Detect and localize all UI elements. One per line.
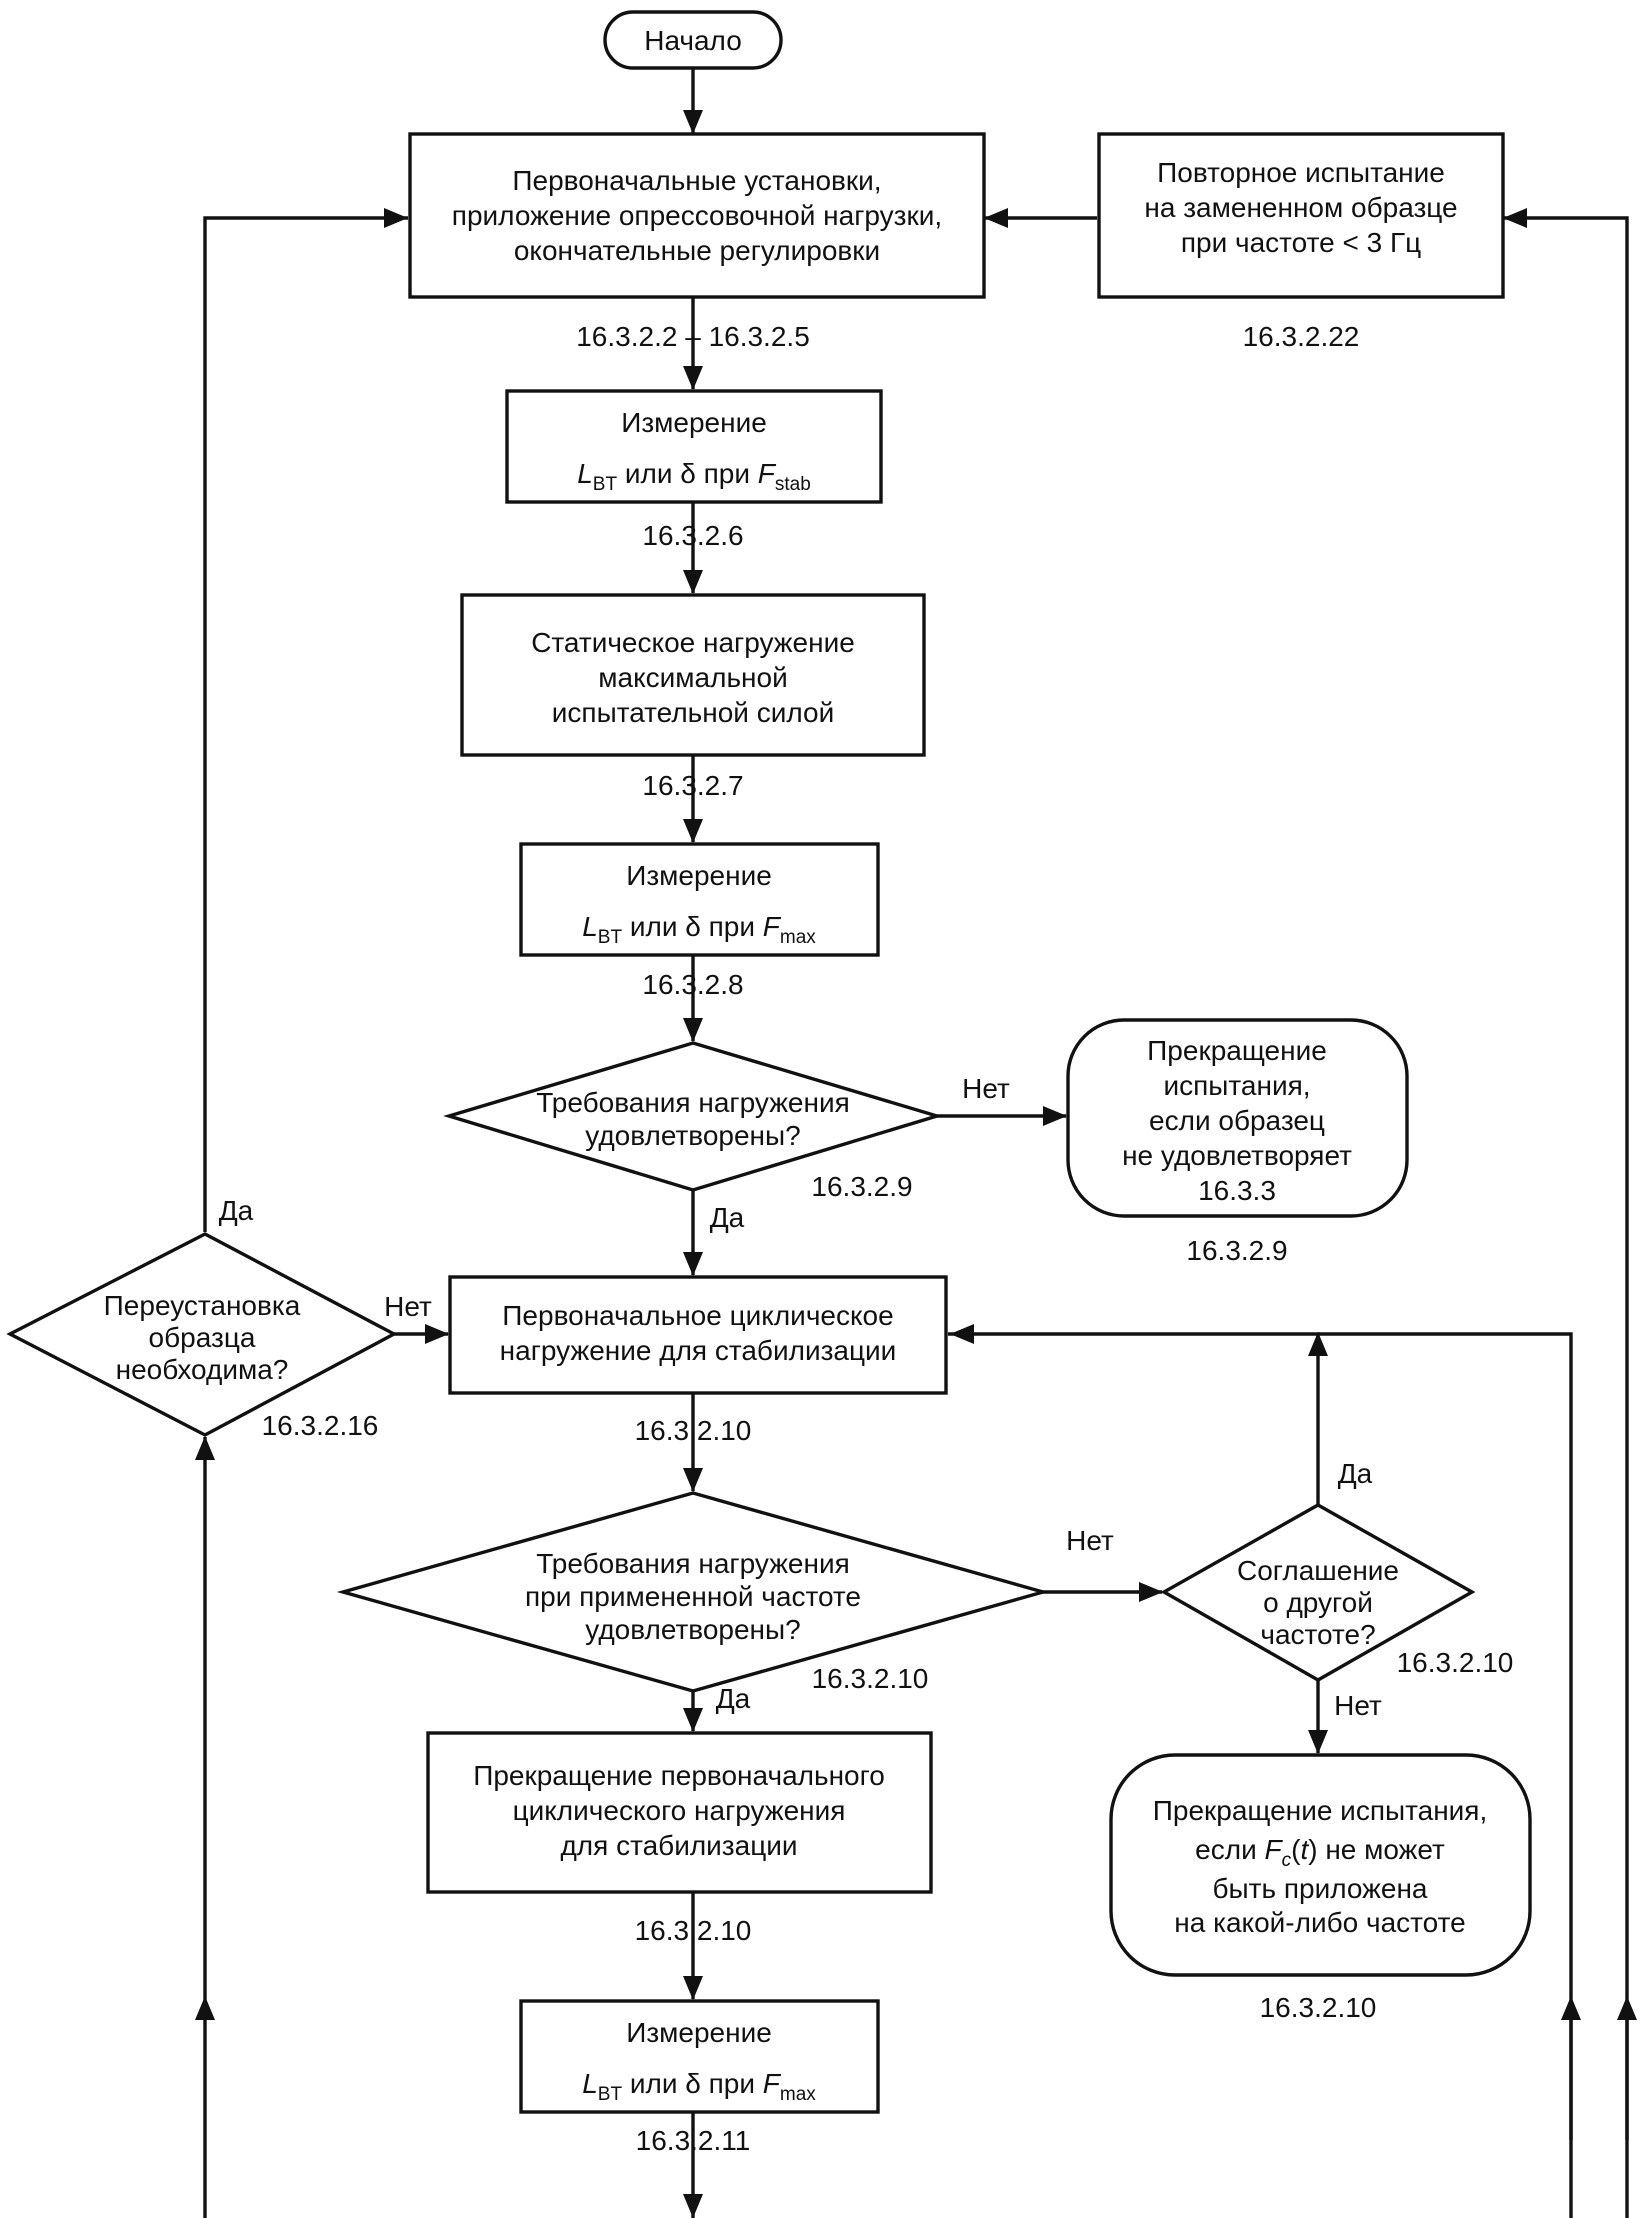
stop-1-ref: 16.3.2.9 — [1186, 1235, 1287, 1266]
decision-freq-line-2: при примененной частоте — [525, 1581, 861, 1612]
stop-cyclic-line-2: циклического нагружения — [513, 1795, 846, 1826]
reinstall-line-1: Переустановка — [104, 1290, 301, 1321]
retest-line-2: на замененном образце — [1144, 192, 1457, 223]
static-load-line-1: Статическое нагружение — [531, 627, 855, 658]
decision-freq-no-label: Нет — [1066, 1525, 1114, 1556]
agreement-line-3: частоте? — [1260, 1619, 1375, 1650]
decision-freq-line-1: Требования нагружения — [536, 1548, 850, 1579]
stop-1-line-3: если образец — [1149, 1105, 1325, 1136]
reinstall-line-2: образца — [149, 1322, 256, 1353]
stop-2-line-3: быть приложена — [1213, 1873, 1428, 1904]
decision-freq-ref: 16.3.2.10 — [812, 1663, 929, 1694]
static-load-line-2: максимальной — [598, 662, 787, 693]
stop-cyclic-ref: 16.3.2.10 — [635, 1915, 752, 1946]
cyclic-init-line-2: нагружение для стабилизации — [500, 1335, 897, 1366]
stop-2-line-4: на какой-либо частоте — [1174, 1907, 1465, 1938]
agreement-ref: 16.3.2.10 — [1397, 1647, 1514, 1678]
initial-setup-line-1: Первоначальные установки, — [512, 165, 881, 196]
stop-2-node: Прекращение испытания, если Fc(t) не мож… — [1109, 1753, 1532, 2023]
cyclic-init-line-1: Первоначальное циклическое — [502, 1300, 893, 1331]
stop-1-node: Прекращение испытания, если образец не у… — [1066, 1018, 1409, 1266]
reinstall-diamond: Переустановка образца необходима? 16.3.2… — [6, 1195, 432, 1441]
decision-load-ref: 16.3.2.9 — [811, 1171, 912, 1202]
cyclic-init-ref: 16.3.2.10 — [635, 1415, 752, 1446]
stop-cyclic-line-1: Прекращение первоначального — [473, 1760, 885, 1791]
measure-3-title: Измерение — [626, 2017, 772, 2048]
measure-1-ref: 16.3.2.6 — [642, 520, 743, 551]
agreement-no-label: Нет — [1334, 1690, 1382, 1721]
arrow-right-feed-to-cyclic — [1318, 1332, 1573, 2218]
decision-freq-diamond: Требования нагружения при примененной ча… — [336, 1491, 1114, 1714]
stop-cyclic-line-3: для стабилизации — [560, 1830, 797, 1861]
decision-load-line-1: Требования нагружения — [536, 1087, 850, 1118]
measure-1-formula: LBT или δ при Fstab — [577, 458, 811, 495]
measure-1-box: Измерение LBT или δ при Fstab 16.3.2.6 — [505, 389, 883, 551]
cyclic-init-box: Первоначальное циклическое нагружение дл… — [448, 1275, 948, 1446]
initial-setup-box: Первоначальные установки, приложение опр… — [408, 132, 986, 352]
retest-box: Повторное испытание на замененном образц… — [1097, 132, 1505, 352]
agreement-yes-label: Да — [1338, 1458, 1373, 1489]
initial-setup-line-2: приложение опрессовочной нагрузки, — [452, 200, 942, 231]
measure-2-box: Измерение LBT или δ при Fmax 16.3.2.8 — [519, 842, 880, 1000]
reinstall-yes-label: Да — [219, 1195, 254, 1226]
initial-setup-line-3: окончательные регулировки — [514, 235, 880, 266]
measure-3-ref: 16.3.2.11 — [636, 2125, 751, 2156]
measure-3-box: Измерение LBT или δ при Fmax 16.3.2.11 — [519, 1999, 880, 2156]
static-load-line-3: испытательной силой — [552, 697, 834, 728]
stop-2-line-1: Прекращение испытания, — [1153, 1795, 1487, 1826]
measure-2-formula: LBT или δ при Fmax — [582, 911, 816, 948]
stop-cyclic-box: Прекращение первоначального циклического… — [426, 1731, 933, 1946]
reinstall-no-label: Нет — [384, 1291, 432, 1322]
arrow-far-right-to-retest — [1503, 216, 1629, 2218]
reinstall-ref: 16.3.2.16 — [262, 1410, 379, 1441]
decision-load-line-2: удовлетворены? — [585, 1120, 800, 1151]
static-load-box: Статическое нагружение максимальной испы… — [460, 593, 926, 801]
connectors — [195, 68, 1637, 2218]
arrow-reinstall-to-setup — [203, 216, 408, 1232]
decision-load-yes-label: Да — [710, 1202, 745, 1233]
start-node: Начало — [603, 10, 783, 70]
measure-2-title: Измерение — [626, 860, 772, 891]
stop-1-line-4: не удовлетворяет — [1122, 1140, 1352, 1171]
stop-2-ref: 16.3.2.10 — [1260, 1992, 1377, 2023]
measure-1-title: Измерение — [621, 407, 767, 438]
retest-ref: 16.3.2.22 — [1243, 321, 1360, 352]
stop-2-line-2: если Fc(t) не может — [1195, 1834, 1445, 1871]
stop-1-line-1: Прекращение — [1147, 1035, 1327, 1066]
initial-setup-ref: 16.3.2.2 – 16.3.2.5 — [576, 321, 810, 352]
agreement-line-2: о другой — [1263, 1587, 1373, 1618]
decision-load-no-label: Нет — [962, 1073, 1010, 1104]
agreement-line-1: Соглашение — [1237, 1555, 1399, 1586]
arrow-agreement-to-cyclic — [948, 1332, 1320, 1505]
reinstall-line-3: необходима? — [116, 1354, 289, 1385]
stop-1-line-5: 16.3.3 — [1198, 1175, 1276, 1206]
decision-freq-line-3: удовлетворены? — [585, 1614, 800, 1645]
stop-1-line-2: испытания, — [1163, 1070, 1310, 1101]
agreement-diamond: Соглашение о другой частоте? 16.3.2.10 Д… — [1160, 1458, 1514, 1721]
decision-freq-yes-label: Да — [716, 1683, 751, 1714]
measure-2-ref: 16.3.2.8 — [642, 969, 743, 1000]
measure-3-formula: LBT или δ при Fmax — [582, 2068, 816, 2105]
decision-load-diamond: Требования нагружения удовлетворены? 16.… — [443, 1041, 1010, 1233]
retest-line-3: при частоте < 3 Гц — [1181, 227, 1421, 258]
start-label: Начало — [644, 25, 742, 56]
static-load-ref: 16.3.2.7 — [642, 770, 743, 801]
retest-line-1: Повторное испытание — [1157, 157, 1445, 188]
